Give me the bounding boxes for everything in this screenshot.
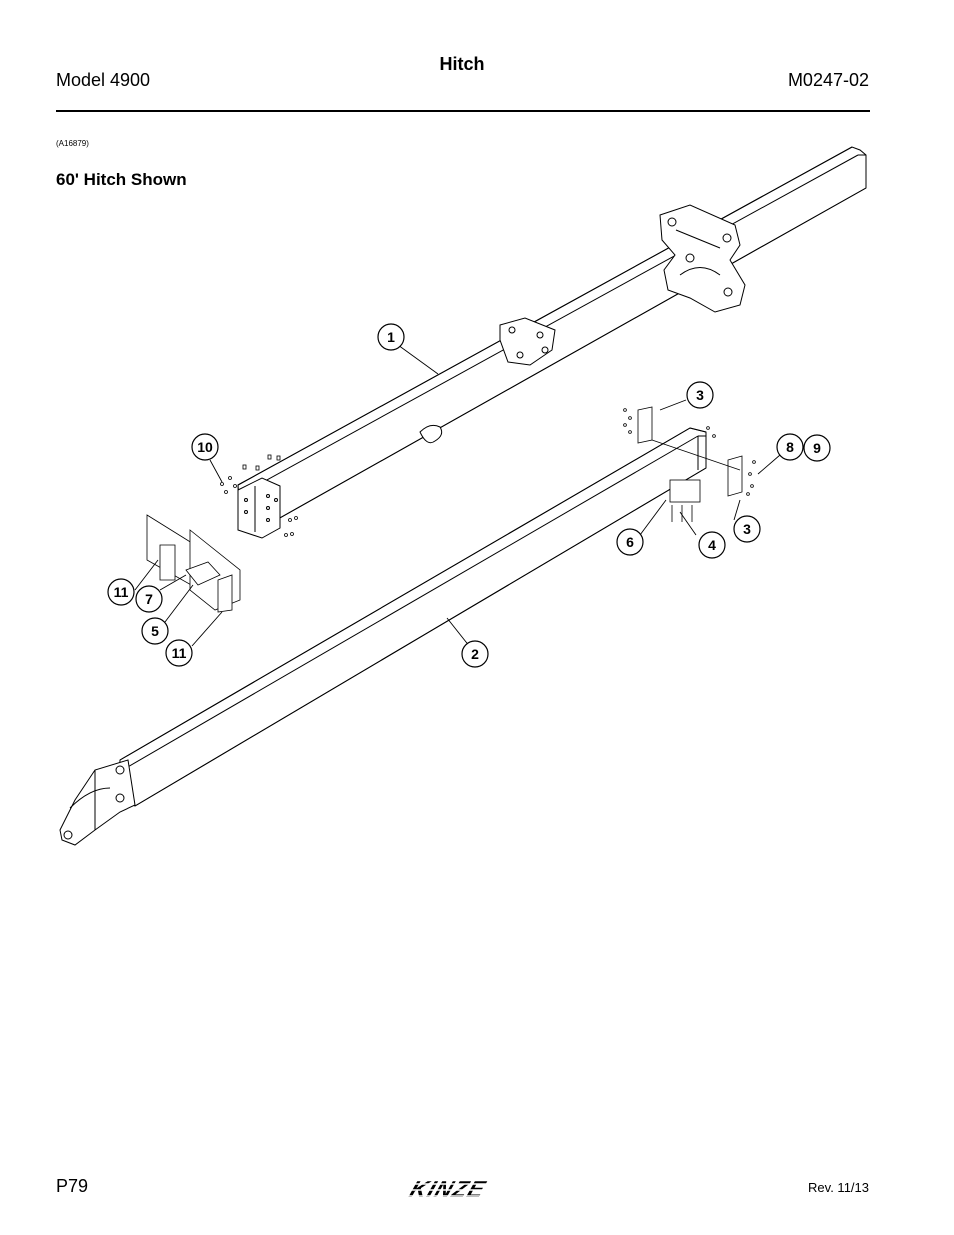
model-label: Model 4900 [56, 70, 151, 90]
figure-id: (A16879) [56, 139, 89, 148]
callout-9: 9 [803, 434, 831, 462]
header-divider [56, 110, 870, 112]
callout-11-upper: 11 [107, 578, 135, 606]
svg-text:1: 1 [387, 329, 395, 345]
upper-beam-part [237, 146, 867, 539]
svg-text:11: 11 [172, 645, 187, 661]
svg-text:8: 8 [786, 439, 794, 455]
hardware-bolts [146, 406, 756, 613]
figure-caption: 60' Hitch Shown [56, 170, 187, 189]
svg-text:7: 7 [145, 591, 153, 607]
callout-2: 2 [461, 640, 489, 668]
svg-text:11: 11 [114, 584, 129, 600]
page-title: Hitch [439, 54, 485, 74]
svg-text:2: 2 [471, 646, 479, 662]
callout-10: 10 [191, 433, 219, 461]
svg-text:9: 9 [813, 440, 821, 456]
callout-7: 7 [135, 585, 163, 613]
callout-4: 4 [698, 531, 726, 559]
callout-3-bottom: 3 [733, 515, 761, 543]
callout-8: 8 [776, 433, 804, 461]
callout-3-top: 3 [686, 381, 714, 409]
page-number: P79 [56, 1176, 89, 1196]
callout-1: 1 [377, 323, 405, 351]
document-number: M0247-02 [787, 70, 869, 90]
lower-beam-part [59, 427, 707, 846]
svg-text:5: 5 [151, 623, 159, 639]
callout-leaders [134, 344, 781, 648]
callout-11-lower: 11 [165, 639, 193, 667]
callout-6: 6 [616, 528, 644, 556]
svg-text:6: 6 [626, 534, 634, 550]
revision-label: Rev. 11/13 [808, 1180, 869, 1195]
svg-text:3: 3 [743, 521, 751, 537]
svg-text:3: 3 [696, 387, 704, 403]
svg-text:10: 10 [197, 439, 213, 455]
svg-text:4: 4 [708, 537, 716, 553]
kinze-logo: KINZE [402, 1178, 522, 1203]
callout-5: 5 [141, 617, 169, 645]
